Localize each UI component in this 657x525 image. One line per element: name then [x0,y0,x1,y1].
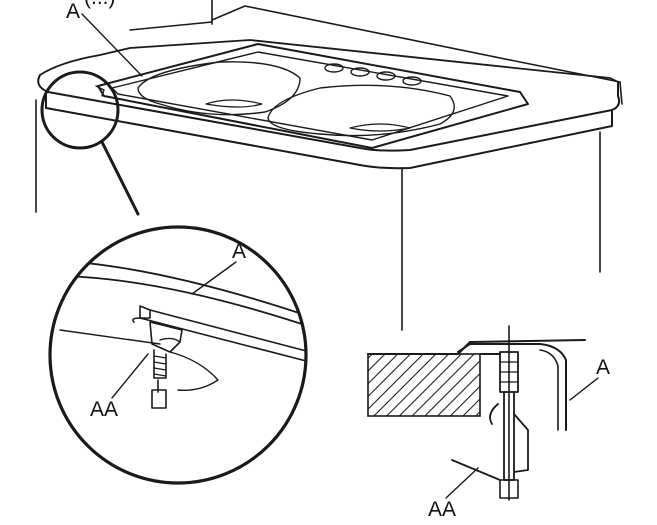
callout-connector [100,140,140,216]
countertop-cabinet [35,0,623,331]
sink-basin [95,43,529,149]
top-label-a-suffix: (...) [84,0,116,9]
detail-label-aa: AA [90,398,118,421]
top-label-a-text: A [66,0,80,23]
countertop-section [367,353,481,417]
section-view: A AA [367,325,610,521]
detail-label-a: A [232,240,246,263]
faucet-holes [324,63,422,86]
magnified-detail: A AA [48,225,308,485]
section-label-aa: AA [428,498,456,521]
section-label-a: A [596,356,610,379]
detail-callout-circle [40,70,120,150]
top-label-a: A (...) [66,0,143,77]
